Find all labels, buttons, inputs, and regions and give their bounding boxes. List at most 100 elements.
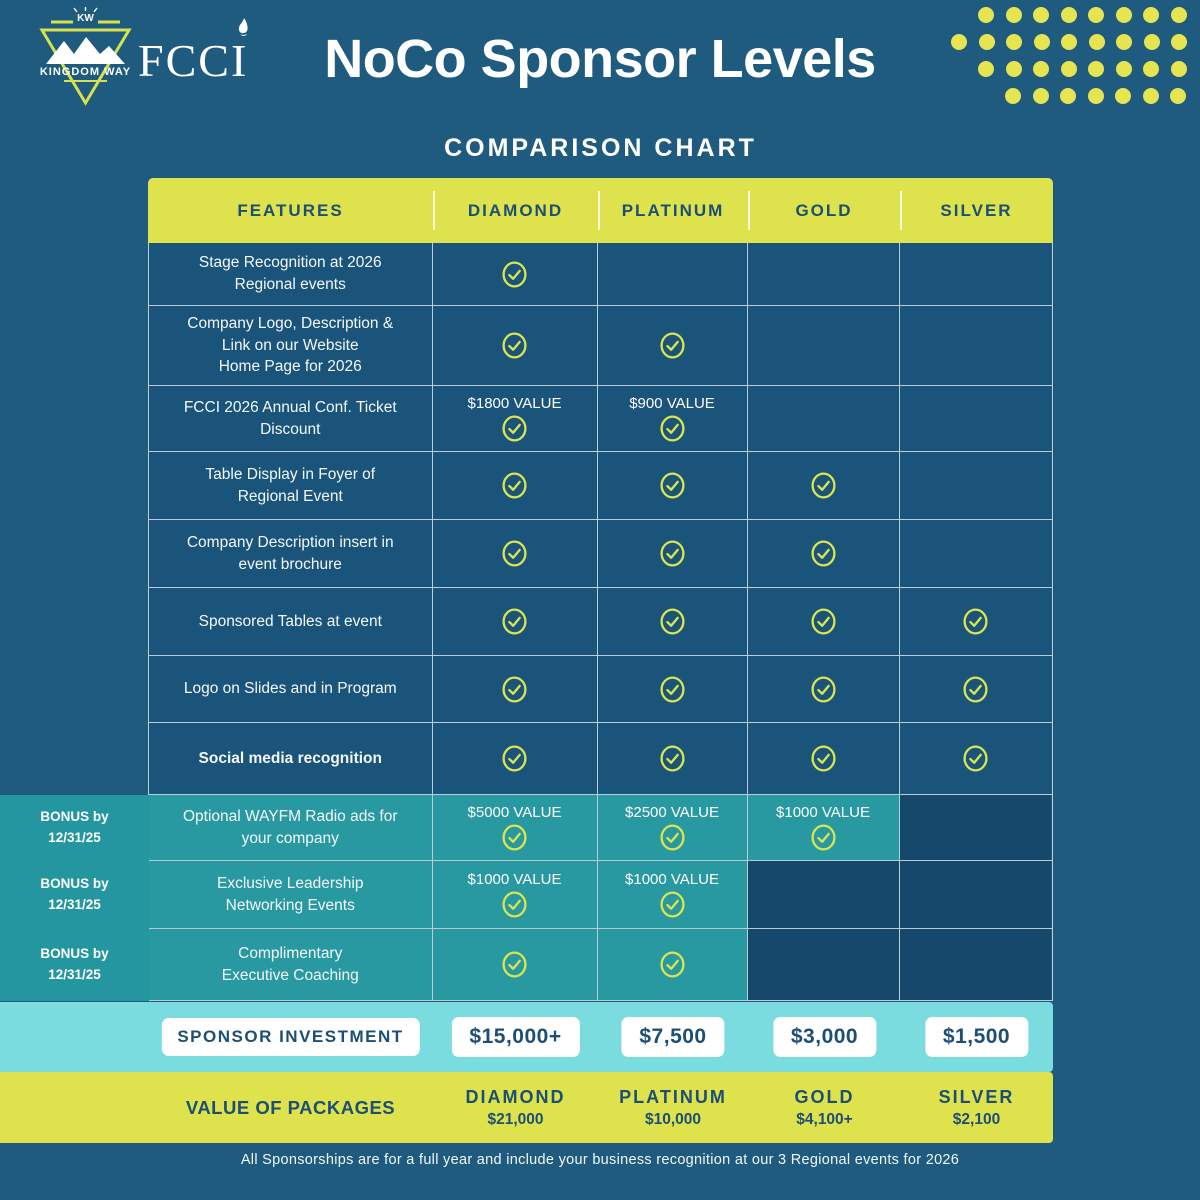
feature-cell: Table Display in Foyer of Regional Event (149, 452, 433, 519)
bonus-label-line: BONUS by (40, 876, 109, 892)
bonus-label-line: 12/31/25 (48, 896, 101, 912)
check-circle-icon (502, 260, 527, 288)
investment-amount-platinum: $7,500 (621, 1017, 725, 1057)
package-tier-diamond: DIAMOND$21,000 (466, 1087, 566, 1129)
check-circle-icon (810, 608, 836, 635)
check-circle-icon (502, 540, 527, 567)
column-header-silver: SILVER (900, 178, 1053, 243)
check-circle-icon (659, 414, 685, 442)
check-circle-icon (963, 745, 988, 772)
dot (1005, 7, 1022, 23)
feature-label: Stage Recognition at 2026 Regional event… (198, 254, 382, 293)
feature-label: Table Display in Foyer of Regional Event (205, 465, 376, 505)
table-row: Exclusive Leadership Networking Events$1… (149, 860, 1052, 928)
check-circle-icon (810, 540, 836, 567)
tier-cell-platinum (597, 306, 748, 385)
table-row: FCCI 2026 Annual Conf. Ticket Discount$1… (149, 385, 1052, 451)
check-circle-icon (502, 608, 527, 635)
value-text: $1000 VALUE (467, 870, 562, 888)
table-row: Logo on Slides and in Program (149, 655, 1052, 722)
sponsor-investment-label: SPONSOR INVESTMENT (161, 1018, 420, 1056)
tier-cell-gold (747, 452, 900, 519)
check-circle-icon (659, 951, 685, 978)
feature-label: Logo on Slides and in Program (183, 680, 397, 698)
tier-cell-gold (747, 929, 900, 1000)
tier-cell-gold (747, 520, 900, 587)
check-circle-icon (963, 608, 988, 635)
column-header-diamond: DIAMOND (433, 178, 598, 243)
tier-cell-silver (899, 243, 1051, 305)
dot (1115, 7, 1132, 23)
tier-cell-diamond (432, 929, 598, 1000)
table-body: Stage Recognition at 2026 Regional event… (148, 243, 1053, 1001)
check-circle-icon (659, 890, 685, 918)
bonus-label: BONUS by 12/31/25 (0, 861, 149, 929)
check-circle-icon (659, 332, 685, 359)
kingdom-way-logo: KW KINGDOM WAY (39, 7, 132, 106)
feature-label: Company Logo, Description & Link on our … (187, 314, 394, 376)
check-circle-icon (810, 472, 836, 499)
kw-monogram: KW (77, 13, 94, 24)
table-row: Sponsored Tables at event (149, 587, 1052, 655)
table-row: Company Description insert in event broc… (149, 519, 1052, 587)
tier-cell-silver (899, 520, 1051, 587)
fcci-logo: FCCI (138, 18, 248, 87)
dot (1142, 88, 1159, 104)
tier-cell-platinum (597, 243, 748, 305)
tier-cell-platinum (597, 520, 748, 587)
tier-cell-silver (899, 306, 1051, 385)
check-circle-icon (659, 472, 685, 499)
check-circle-icon (502, 823, 527, 851)
section-heading: COMPARISON CHART (444, 134, 757, 162)
tier-cell-silver (899, 656, 1051, 722)
value-text: $900 VALUE (629, 394, 715, 412)
check-circle-icon (810, 745, 836, 772)
tier-cell-platinum (597, 656, 748, 722)
tier-cell-diamond: $5000 VALUE (432, 795, 598, 860)
tier-cell-gold (747, 306, 900, 385)
table-row: Optional WAYFM Radio ads for your compan… (149, 794, 1052, 860)
feature-label: Sponsored Tables at event (198, 612, 382, 630)
tier-cell-silver (899, 723, 1051, 794)
value-text: $5000 VALUE (467, 803, 562, 821)
feature-label: Social media recognition (198, 749, 382, 767)
package-tier-gold: GOLD$4,100+ (795, 1087, 855, 1129)
feature-label: Complimentary Executive Coaching (221, 944, 359, 984)
feature-cell: Sponsored Tables at event (149, 588, 433, 655)
package-tier-value: $21,000 (487, 1110, 544, 1128)
tier-cell-diamond (432, 452, 598, 519)
table-row: Complimentary Executive Coaching (149, 928, 1052, 1000)
tier-cell-platinum (597, 452, 748, 519)
feature-cell: Logo on Slides and in Program (149, 656, 433, 722)
column-header-features: FEATURES (237, 200, 344, 220)
tier-cell-silver (899, 588, 1051, 655)
sponsor-investment-band: SPONSOR INVESTMENT $15,000+$7,500$3,000$… (0, 1002, 1053, 1072)
dot (1033, 7, 1049, 23)
package-tier-silver: SILVER$2,100 (939, 1087, 1015, 1129)
investment-amount-silver: $1,500 (924, 1017, 1029, 1057)
check-circle-icon (502, 745, 527, 772)
feature-label: Optional WAYFM Radio ads for your compan… (183, 807, 398, 847)
table-row: Social media recognition (149, 722, 1052, 794)
feature-cell: Stage Recognition at 2026 Regional event… (149, 243, 433, 305)
tier-cell-gold (747, 656, 900, 722)
dot (1143, 7, 1159, 23)
investment-amount-diamond: $15,000+ (451, 1017, 580, 1057)
check-circle-icon (502, 332, 527, 359)
value-text: $1000 VALUE (776, 803, 870, 821)
table-row: Stage Recognition at 2026 Regional event… (149, 243, 1052, 305)
tier-cell-platinum: $1000 VALUE (597, 861, 748, 928)
dot (1032, 88, 1049, 104)
bonus-label-line: 12/31/25 (48, 829, 101, 845)
tier-cell-gold (747, 243, 900, 305)
feature-cell: Complimentary Executive Coaching (149, 929, 433, 1000)
dot (1087, 88, 1104, 104)
kingdom-way-wordmark: KINGDOM WAY (40, 66, 131, 78)
value-text: $1800 VALUE (467, 394, 562, 412)
dot (1005, 88, 1021, 104)
dot (1060, 88, 1076, 104)
value-of-packages-label: VALUE OF PACKAGES (185, 1096, 396, 1118)
dot (1060, 7, 1077, 23)
